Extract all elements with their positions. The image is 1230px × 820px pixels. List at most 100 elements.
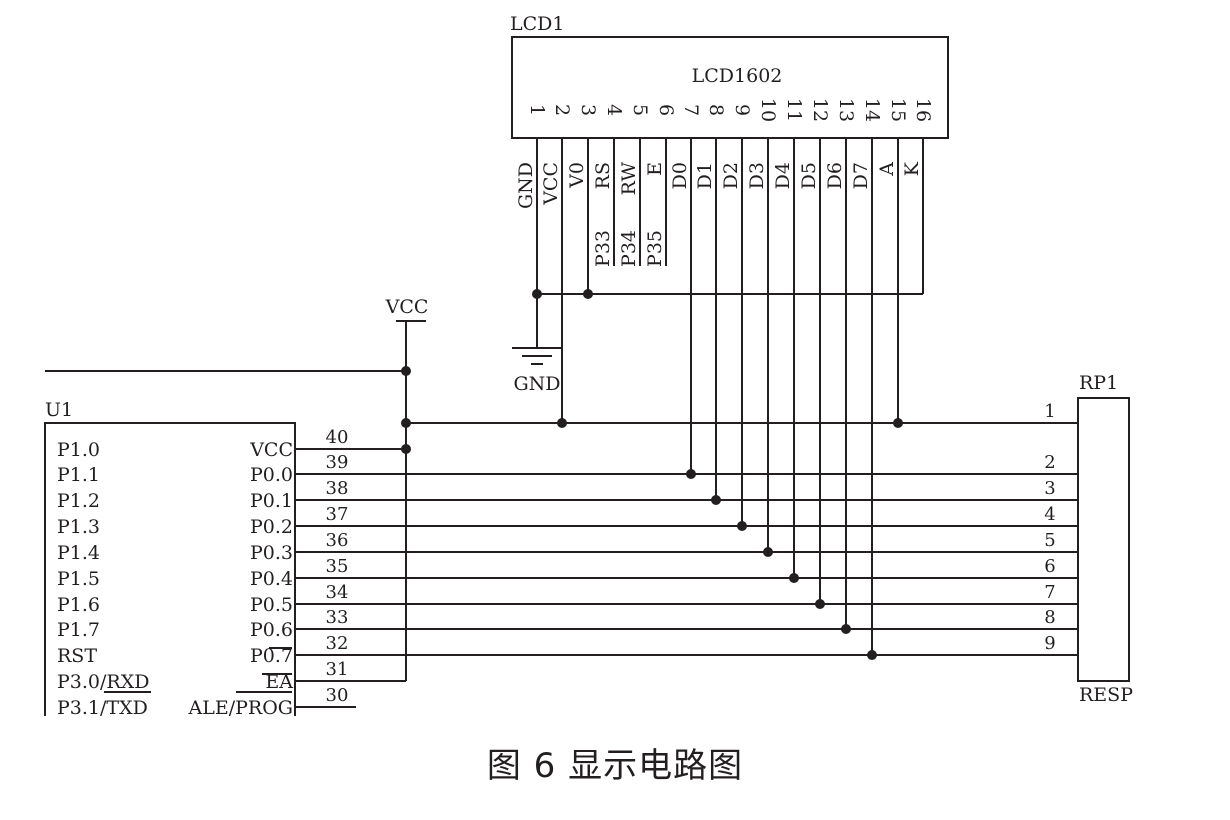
junction-dots: [401, 289, 903, 660]
mcu-pin-number: 30: [326, 685, 349, 706]
rp1-ref-label: RP1: [1079, 372, 1118, 394]
junction-d1: [711, 495, 721, 505]
lcd-pin-number: 9: [731, 104, 753, 116]
junction-vcc-rail: [401, 418, 411, 428]
control-label-bars: [587, 180, 641, 266]
mcu-right-pins: VCCP0.0P0.1P0.2P0.3P0.4P0.5P0.6P0.7EAALE…: [188, 439, 294, 719]
mcu-right-pin-label: P0.7: [250, 645, 293, 667]
lcd-control-label: P33: [592, 230, 614, 267]
lcd-pin-number: 14: [861, 98, 883, 122]
lcd-pin-name: D2: [720, 162, 742, 189]
rp1-value-label: RESP: [1079, 684, 1133, 706]
junction-pin40: [401, 444, 411, 454]
mcu-ref-label: U1: [45, 399, 73, 421]
rp1-pin-number: 5: [1044, 530, 1055, 551]
lcd-ref-label: LCD1: [510, 13, 564, 35]
lcd-pin-name: RS: [592, 162, 614, 189]
mcu-pin-number: 39: [326, 452, 349, 473]
mcu-left-pin-label: P1.6: [57, 594, 100, 616]
figure-caption: 图 6 显示电路图: [486, 746, 744, 786]
lcd-pin-number: 13: [835, 98, 857, 122]
lcd-pin-name: E: [644, 162, 666, 176]
mcu-left-pin-label: P1.1: [57, 464, 100, 486]
rp1-pin-number: 6: [1044, 556, 1055, 577]
lcd-pin-name: RW: [618, 162, 640, 196]
mcu-left-pin-label: P3.1/TXD: [57, 697, 148, 719]
mcu-left-pin-label: RST: [57, 645, 97, 667]
rp1-pin-number: 7: [1044, 582, 1055, 603]
junction-v0: [583, 289, 593, 299]
rp1-pin-number: 1: [1044, 401, 1055, 422]
mcu-left-pin-label: P1.5: [57, 568, 100, 590]
junction-lcd-a: [893, 418, 903, 428]
vcc-label: VCC: [385, 296, 429, 318]
junction-lcd-vcc: [557, 418, 567, 428]
mcu-u1: U1 P1.0P1.1P1.2P1.3P1.4P1.5P1.6P1.7RSTP3…: [44, 399, 349, 719]
junction-d4: [789, 573, 799, 583]
mcu-right-pin-label: EA: [265, 671, 293, 693]
mcu-right-pin-label: P0.1: [250, 490, 293, 512]
lcd-pin-name: VCC: [540, 162, 562, 206]
mcu-pin-number: 36: [326, 530, 349, 551]
mcu-pin-number: 38: [326, 478, 349, 499]
junction-vcc-left: [401, 366, 411, 376]
lcd-pin-number: 10: [757, 98, 779, 122]
mcu-left-pin-label: P1.7: [57, 619, 100, 641]
lcd-pin-number: 2: [551, 104, 573, 116]
lcd-pin-name: D5: [798, 162, 820, 189]
mcu-pin-number: 33: [326, 607, 349, 628]
junction-gnd: [532, 289, 542, 299]
lcd-pin-number: 16: [912, 98, 934, 122]
mcu-right-pin-label: VCC: [249, 439, 293, 461]
lcd-pin-name: V0: [566, 162, 588, 189]
junction-d5: [815, 599, 825, 609]
mcu-right-pin-label: P0.0: [250, 464, 293, 486]
mcu-pin-number: 40: [326, 427, 349, 448]
mcu-pin-number: 35: [326, 556, 349, 577]
gnd-label: GND: [513, 373, 560, 395]
mcu-right-pin-label: P0.3: [250, 542, 293, 564]
mcu-body: [44, 422, 296, 716]
mcu-pin-number: 31: [326, 659, 349, 680]
lcd-pin-number: 15: [887, 98, 909, 122]
mcu-pin-number: 32: [326, 633, 349, 654]
mcu-left-pins: P1.0P1.1P1.2P1.3P1.4P1.5P1.6P1.7RSTP3.0/…: [57, 439, 149, 719]
mcu-right-pin-label: P0.2: [250, 516, 293, 538]
junction-d3: [763, 547, 773, 557]
lcd-pin-name: A: [876, 162, 898, 177]
rp1-pin-number: 2: [1044, 452, 1055, 473]
lcd-pin-name: D7: [850, 162, 872, 189]
rp1-body: [1077, 397, 1130, 682]
lcd-pin-name: D6: [824, 162, 846, 189]
lcd-pin-name: D4: [772, 162, 794, 189]
lcd-pin-number: 8: [705, 104, 727, 116]
mcu-left-pin-label: P1.0: [57, 439, 100, 461]
lcd-pin-name: GND: [515, 162, 537, 209]
mcu-right-pin-label: ALE/PROG: [188, 697, 293, 719]
lcd-pin-number: 12: [809, 98, 831, 122]
lcd-pin-number: 3: [577, 104, 599, 116]
mcu-left-pin-label: P3.0/RXD: [57, 671, 149, 693]
rp1-pin-number: 3: [1044, 478, 1055, 499]
lcd-body: [511, 36, 949, 139]
mcu-right-pin-label: P0.4: [250, 568, 293, 590]
rp1-pin-number: 9: [1044, 633, 1055, 654]
lcd-pin-name: D1: [694, 162, 716, 189]
lcd-pin-number: 7: [680, 104, 702, 116]
lcd-control-label: P34: [618, 230, 640, 267]
lcd-pin-name: K: [901, 161, 923, 176]
lcd-pin-number: 1: [526, 104, 548, 116]
lcd-pin-number: 6: [655, 104, 677, 116]
junction-d7: [867, 650, 877, 660]
junction-d0: [686, 469, 696, 479]
lcd-pin-number: 11: [783, 98, 805, 122]
lcd-pin-number: 5: [629, 104, 651, 116]
mcu-right-pin-label: P0.6: [250, 619, 293, 641]
mcu-left-pin-label: P1.2: [57, 490, 100, 512]
lcd-pin-name: D3: [746, 162, 768, 189]
